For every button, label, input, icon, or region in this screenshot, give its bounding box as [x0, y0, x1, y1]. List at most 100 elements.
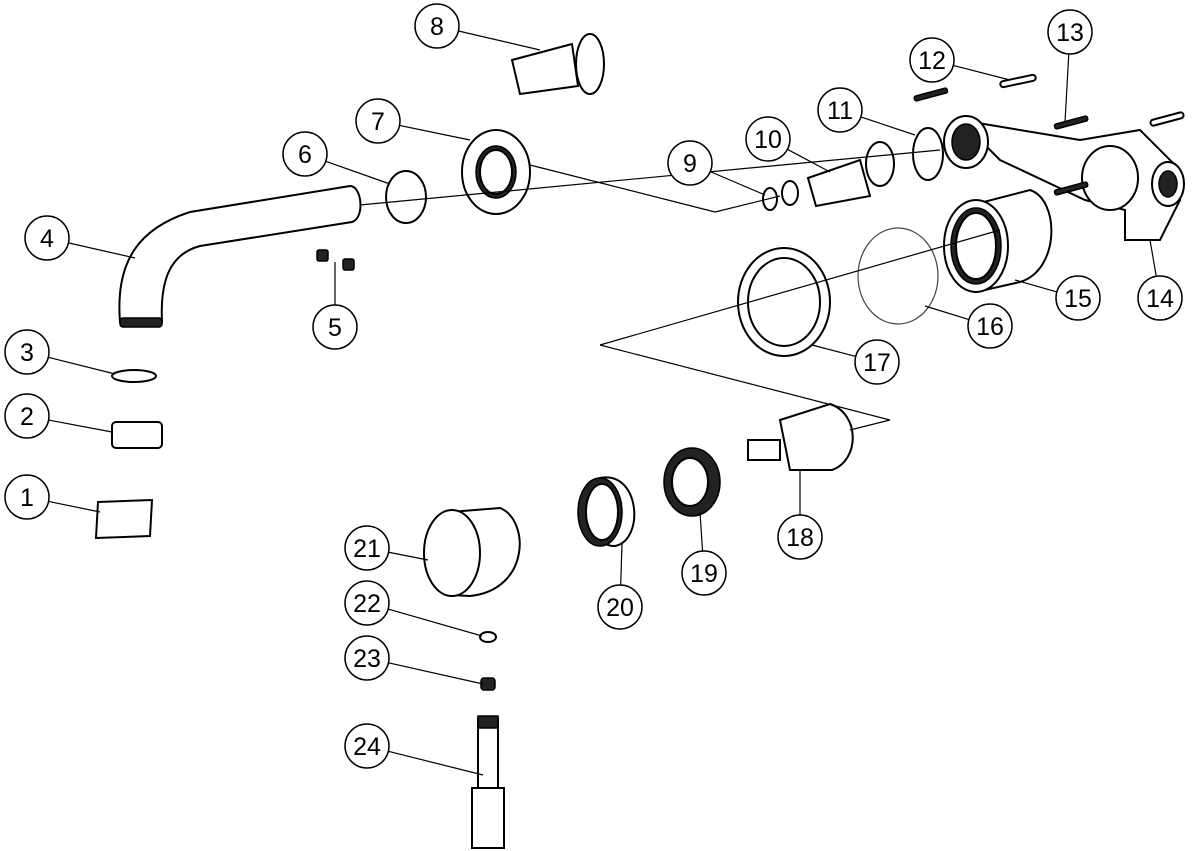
label-circle — [4, 393, 50, 439]
part-label-18: 18 — [777, 514, 823, 560]
leader-line-2 — [48, 419, 113, 433]
label-number: 5 — [328, 314, 342, 342]
label-circle — [777, 514, 823, 560]
part-16-o-ring — [857, 227, 939, 325]
label-number: 24 — [353, 733, 381, 761]
label-circle — [344, 635, 390, 681]
leader-line-4 — [68, 242, 136, 259]
part-label-3: 3 — [4, 329, 50, 375]
part-18-cartridge — [778, 402, 854, 471]
part-label-16: 16 — [967, 303, 1013, 349]
label-number: 14 — [1146, 285, 1174, 313]
leader-line-16 — [924, 305, 970, 321]
label-circle — [854, 339, 900, 385]
axis-line — [599, 344, 891, 421]
label-circle — [667, 140, 713, 186]
part-spout — [118, 184, 362, 323]
part-13-screw-c — [1149, 111, 1185, 127]
part-5-screw-a — [316, 249, 329, 262]
part-23-grub-screw — [480, 677, 496, 691]
label-number: 23 — [353, 645, 381, 673]
leader-line-17 — [811, 344, 856, 358]
part-label-24: 24 — [344, 723, 390, 769]
part-label-20: 20 — [597, 584, 643, 630]
part-label-14: 14 — [1137, 275, 1183, 321]
parts-drawing — [94, 33, 1185, 849]
label-circle — [312, 304, 358, 350]
part-5-screw-b — [342, 258, 355, 271]
label-circle — [414, 3, 460, 49]
label-circle — [745, 116, 791, 162]
part-1-aerator-housing — [94, 498, 154, 540]
label-circle — [909, 37, 955, 83]
label-circle — [4, 474, 50, 520]
label-number: 4 — [40, 225, 54, 253]
leader-line-23 — [388, 662, 484, 685]
label-number: 10 — [754, 126, 782, 154]
part-label-4: 4 — [24, 215, 70, 261]
label-number: 17 — [863, 349, 891, 377]
part-label-15: 15 — [1055, 275, 1101, 321]
part-label-1: 1 — [4, 474, 50, 520]
label-number: 1 — [20, 484, 34, 512]
axis-line — [849, 419, 891, 431]
axis-line — [359, 149, 941, 206]
label-number: 15 — [1064, 285, 1092, 313]
part-label-2: 2 — [4, 393, 50, 439]
leader-line-22 — [387, 608, 483, 637]
part-label-9: 9 — [667, 140, 713, 186]
label-circle — [282, 131, 328, 177]
leader-line-19 — [699, 511, 704, 552]
leader-line-24 — [388, 750, 484, 776]
label-circle — [355, 98, 401, 144]
part-3-washer — [111, 369, 157, 383]
label-circle — [967, 303, 1013, 349]
leader-line-13 — [1064, 53, 1070, 123]
part-11-o-ring — [912, 127, 944, 181]
part-label-21: 21 — [344, 525, 390, 571]
leader-line-9 — [709, 171, 766, 196]
part-label-23: 23 — [344, 635, 390, 681]
leader-line-14 — [1149, 239, 1157, 277]
label-number: 12 — [918, 47, 946, 75]
label-number: 19 — [690, 560, 718, 588]
leader-line-1 — [48, 500, 101, 513]
label-circle — [1055, 275, 1101, 321]
part-2-insert — [111, 421, 163, 449]
part-13-screw-d — [1053, 181, 1089, 196]
label-number: 3 — [20, 339, 34, 367]
part-label-11: 11 — [817, 87, 863, 133]
part-label-6: 6 — [282, 131, 328, 177]
leader-line-7 — [399, 124, 471, 141]
part-9-o-ring-b — [781, 180, 799, 206]
leader-line-8 — [458, 30, 541, 51]
part-13-screw-b — [1053, 115, 1089, 130]
label-number: 13 — [1056, 19, 1084, 47]
label-number: 11 — [827, 97, 853, 125]
part-22-washer — [479, 631, 497, 643]
leader-line-10 — [787, 148, 831, 173]
part-8-plug — [510, 42, 580, 96]
leader-line-15 — [1014, 279, 1058, 293]
label-number: 9 — [683, 150, 697, 178]
axis-line — [714, 195, 781, 213]
label-circle — [344, 525, 390, 571]
leader-lines — [48, 30, 1157, 776]
label-number: 20 — [606, 594, 634, 622]
leader-line-12 — [953, 64, 1011, 81]
label-circle — [1137, 275, 1183, 321]
part-10-cartridge — [806, 158, 872, 208]
leader-line-21 — [388, 551, 429, 561]
part-label-5: 5 — [312, 304, 358, 350]
leader-line-11 — [860, 116, 916, 136]
label-number: 6 — [298, 141, 312, 169]
axis-line — [599, 229, 1001, 346]
label-number: 8 — [430, 13, 444, 41]
part-6-o-ring — [385, 170, 427, 224]
leader-line-6 — [325, 160, 391, 185]
label-number: 7 — [371, 108, 385, 136]
label-number: 21 — [353, 535, 381, 563]
part-label-22: 22 — [344, 580, 390, 626]
label-circle — [681, 550, 727, 596]
